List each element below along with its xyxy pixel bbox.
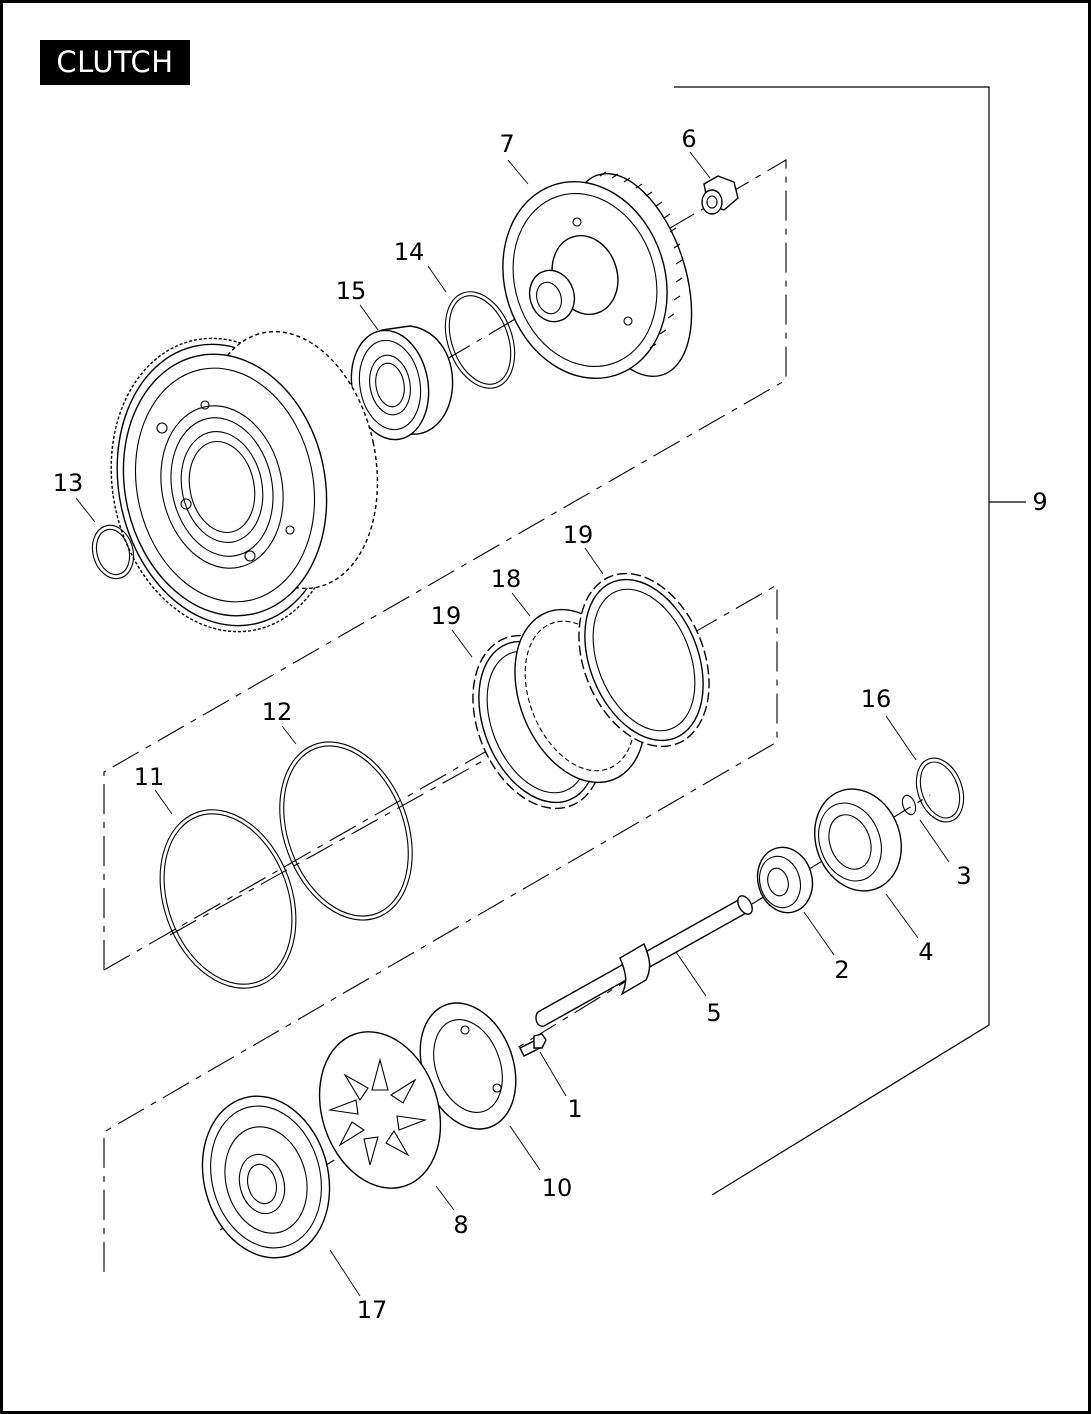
part-3-small-ring <box>901 794 917 816</box>
part-17-pressure-plate <box>201 1095 331 1259</box>
callout-11: 11 <box>134 763 165 791</box>
part-5-pushrod <box>535 895 753 1027</box>
callout-2: 2 <box>834 956 849 984</box>
callout-9: 9 <box>1032 488 1047 516</box>
assembly-bracket <box>674 86 1026 1196</box>
callout-10: 10 <box>542 1174 573 1202</box>
callout-18: 18 <box>491 565 522 593</box>
leader-lines <box>75 151 950 1297</box>
part-19-friction-plate-back <box>578 572 710 748</box>
part-7-clutch-hub <box>502 171 693 379</box>
callout-7: 7 <box>499 130 514 158</box>
part-8-diaphragm-spring <box>318 1031 442 1189</box>
part-15-bearing <box>350 325 454 441</box>
callout-16: 16 <box>861 685 892 713</box>
callout-labels: 1 2 3 4 5 6 7 8 9 10 11 12 13 14 15 16 1… <box>53 125 1048 1324</box>
part-2-bearing <box>756 846 814 914</box>
part-13-snap-ring <box>91 524 135 580</box>
part-12-o-ring <box>279 741 413 921</box>
part-10-adjuster-plate <box>419 1002 517 1130</box>
clutch-shell-ring-gear <box>110 330 379 633</box>
callout-15: 15 <box>336 277 367 305</box>
callout-1: 1 <box>567 1095 582 1123</box>
part-6-nut <box>701 175 739 215</box>
callout-17: 17 <box>357 1296 388 1324</box>
callout-19-front: 19 <box>431 602 462 630</box>
part-14-retaining-ring <box>444 291 516 389</box>
callout-12: 12 <box>262 698 293 726</box>
part-4-release-plate <box>814 788 902 892</box>
callout-5: 5 <box>706 999 721 1027</box>
part-1-screw <box>519 1033 547 1057</box>
callout-4: 4 <box>918 938 933 966</box>
callout-13: 13 <box>53 469 84 497</box>
dashed-group-outlines <box>103 159 787 1273</box>
diagram-title: CLUTCH <box>40 40 190 85</box>
callout-8: 8 <box>453 1211 468 1239</box>
part-11-o-ring <box>159 809 297 989</box>
callout-14: 14 <box>394 238 425 266</box>
callout-19-back: 19 <box>563 521 594 549</box>
callout-3: 3 <box>956 862 971 890</box>
callout-6: 6 <box>681 125 696 153</box>
part-16-retaining-ring <box>915 757 965 823</box>
